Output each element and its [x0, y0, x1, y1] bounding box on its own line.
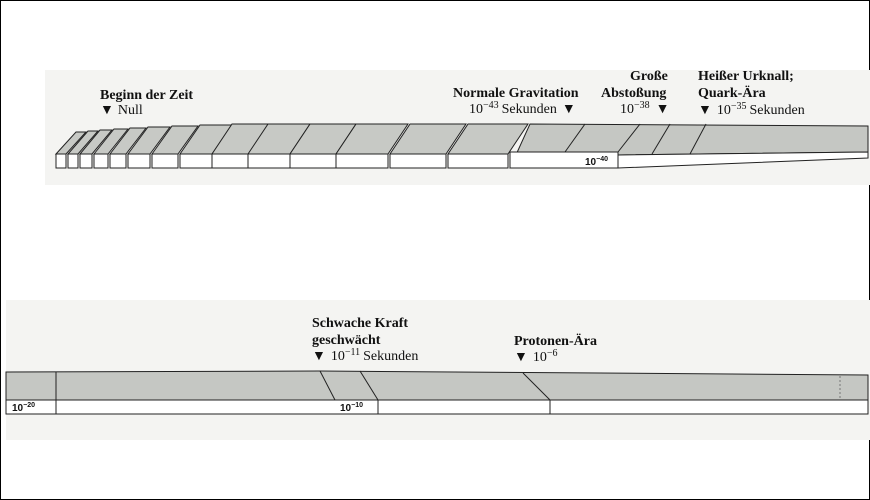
bottom-tick-label: 10−10 — [340, 402, 363, 414]
top-bar-face-2 — [617, 151, 869, 169]
top-tick-label: 10−40 — [585, 156, 608, 168]
label-title: Abstoßung — [601, 86, 666, 101]
top-bar-division — [617, 123, 641, 153]
marker-triangle: ▼ — [312, 349, 326, 364]
time-block — [78, 129, 114, 169]
time-block-face — [93, 153, 109, 169]
label-title: Schwache Kraft — [312, 316, 408, 331]
marker-triangle: ▼ — [698, 103, 712, 118]
time-block — [447, 123, 529, 169]
label-title: Normale Gravitation — [453, 86, 579, 101]
time-block-face — [247, 153, 291, 169]
time-block — [389, 123, 467, 169]
time-block — [66, 130, 100, 169]
label-value: ▼10−6 — [514, 348, 558, 365]
time-block — [211, 123, 271, 169]
time-block-face — [109, 153, 127, 169]
time-block — [127, 126, 171, 169]
top-bar-division — [689, 123, 707, 155]
label-value: ▼Null — [100, 103, 143, 118]
marker-triangle: ▼ — [656, 102, 670, 117]
bottom-bar-face — [5, 399, 869, 415]
time-block — [108, 127, 148, 169]
label-protonen-aera: Protonen-Ära ▼10−6 — [514, 333, 597, 365]
time-block-face — [79, 153, 93, 169]
time-block — [92, 128, 130, 169]
top-bar: 10−40 — [509, 123, 869, 169]
time-block-face — [211, 153, 251, 169]
label-title: Beginn der Zeit — [100, 88, 193, 103]
bottom-bar-band — [5, 370, 869, 401]
time-block-face — [389, 153, 447, 169]
bottom-bar-division — [522, 372, 551, 401]
label-value: 10−38▼ — [620, 100, 670, 117]
bottom-bar-division — [319, 370, 336, 401]
label-title: Protonen-Ära — [514, 333, 597, 349]
time-block-face — [335, 153, 389, 169]
time-block — [54, 131, 88, 169]
time-block-face — [151, 153, 179, 169]
marker-triangle: ▼ — [514, 350, 528, 365]
top-time-blocks — [54, 123, 529, 169]
top-bar-division — [564, 123, 586, 153]
time-block — [151, 125, 199, 169]
bottom-background — [6, 300, 870, 440]
bottom-bar: 10−20 10−10 — [5, 370, 869, 415]
time-block-face — [179, 153, 213, 169]
bottom-tick-label: 10−20 — [12, 402, 35, 414]
label-grosse-abstossung: Große Abstoßung 10−38▼ — [601, 69, 670, 117]
marker-triangle: ▼ — [100, 103, 114, 118]
time-block-face — [289, 153, 337, 169]
time-block-face — [67, 153, 79, 169]
label-beginn-der-zeit: Beginn der Zeit ▼Null — [100, 88, 193, 118]
marker-triangle: ▼ — [562, 102, 576, 117]
time-block-face — [127, 153, 151, 169]
time-block-face — [55, 153, 67, 169]
top-bar-division — [651, 123, 671, 155]
label-title: Heißer Urknall; — [698, 69, 794, 84]
label-title: Quark-Ära — [698, 85, 766, 101]
time-block — [335, 123, 409, 169]
label-title: Große — [630, 69, 668, 84]
label-title: geschwächt — [312, 333, 381, 348]
bottom-bar-division — [359, 370, 379, 401]
time-block-face — [447, 153, 509, 169]
